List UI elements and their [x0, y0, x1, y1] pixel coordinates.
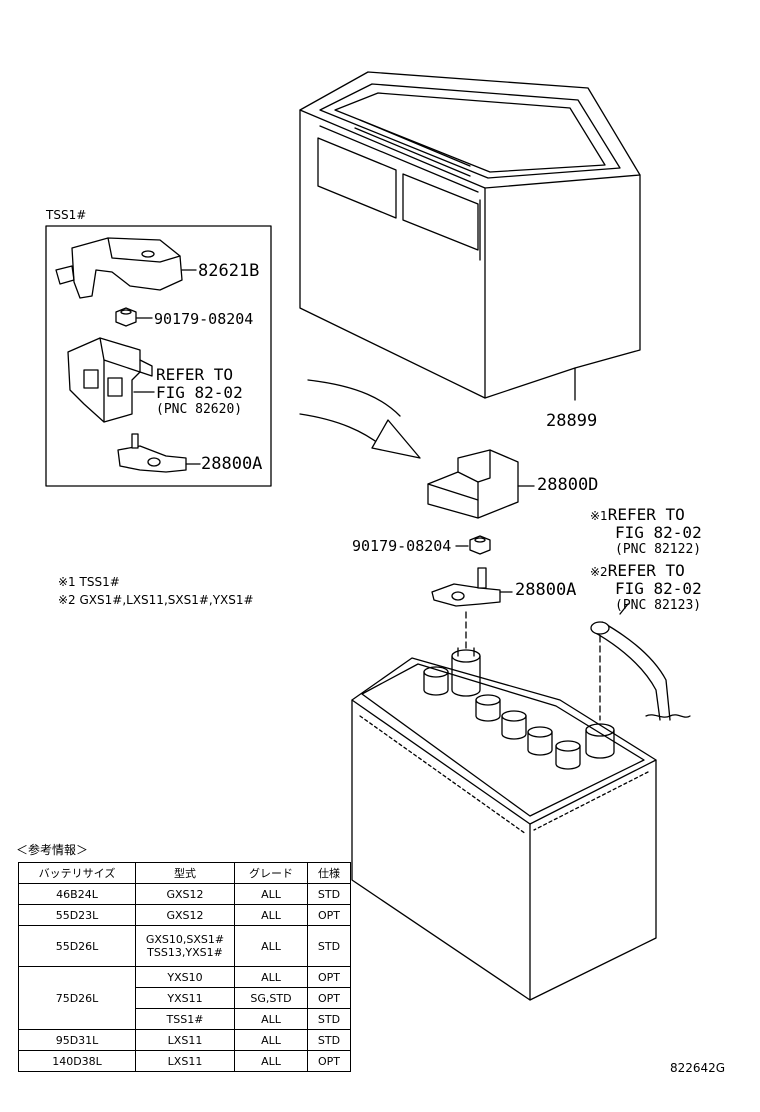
assembly-arrows: [299, 379, 421, 459]
cell-spec: OPT: [307, 1050, 351, 1072]
refer2-line1: REFER TO: [607, 561, 685, 580]
callout-refer-2[interactable]: ※2REFER TO FIG 82-02 (PNC 82123): [590, 561, 702, 614]
figure-code: 822642G: [670, 1061, 726, 1075]
note-1: ※1 TSS1#: [58, 575, 120, 589]
cell-spec: STD: [307, 1008, 351, 1030]
refer1-mark: ※1: [590, 509, 608, 523]
cell-model: LXS11: [135, 1050, 235, 1072]
table-row: 55D23L GXS12 ALL OPT: [18, 904, 351, 926]
cell-grade: ALL: [234, 966, 308, 988]
callout-28800D[interactable]: 28800D: [537, 475, 599, 495]
cell-model: LXS11: [135, 1029, 235, 1051]
cell-size: 140D38L: [18, 1050, 136, 1072]
cell-grade: SG,STD: [234, 987, 308, 1009]
cell-model: YXS11: [135, 987, 235, 1009]
callout-refer-inset[interactable]: REFER TO FIG 82-02 (PNC 82620): [156, 365, 243, 418]
callout-28899[interactable]: 28899: [546, 411, 598, 431]
refer2-line2: FIG 82-02: [615, 579, 702, 599]
cell-model-line2: TSS13,YXS1#: [147, 946, 223, 959]
table-row: 95D31L LXS11 ALL STD: [18, 1029, 351, 1051]
cell-grade: ALL: [234, 904, 308, 926]
cell-grade: ALL: [234, 1050, 308, 1072]
note-2: ※2 GXS1#,LXS11,SXS1#,YXS1#: [58, 593, 254, 607]
header-model: 型式: [135, 862, 235, 884]
cell-size: 46B24L: [18, 883, 136, 905]
callout-refer-1[interactable]: ※1REFER TO FIG 82-02 (PNC 82122): [590, 505, 702, 558]
battery: [351, 647, 657, 1001]
cell-spec: OPT: [307, 987, 351, 1009]
callout-82621B[interactable]: 82621B: [198, 261, 260, 281]
cell-spec: OPT: [307, 966, 351, 988]
header-grade: グレード: [234, 862, 308, 884]
callout-28800A-inset[interactable]: 28800A: [201, 454, 263, 474]
cell-spec: STD: [307, 883, 351, 905]
cell-model: TSS1#: [135, 1008, 235, 1030]
insulator-28800D: [427, 449, 535, 519]
refer1-line1: REFER TO: [607, 505, 685, 524]
cell-size: 55D23L: [18, 904, 136, 926]
cell-size: 95D31L: [18, 1029, 136, 1051]
battery-tray-28899: [299, 71, 641, 401]
table-header-row: バッテリサイズ 型式 グレード 仕様: [18, 862, 351, 884]
cell-grade: ALL: [234, 1029, 308, 1051]
table-row: 46B24L GXS12 ALL STD: [18, 883, 351, 905]
reference-table: バッテリサイズ 型式 グレード 仕様 46B24L GXS12 ALL STD …: [18, 862, 351, 1072]
table-caption: ＜参考情報＞: [16, 843, 89, 857]
header-spec: 仕様: [307, 862, 351, 884]
inset-title: TSS1#: [46, 208, 87, 222]
refer1-pnc: (PNC 82122): [615, 541, 702, 557]
cell-size: 75D26L: [18, 966, 136, 1030]
refer1-line2: FIG 82-02: [615, 523, 702, 543]
nut-main: [455, 535, 491, 555]
refer-inset-line2: FIG 82-02: [156, 383, 243, 403]
cell-grade: ALL: [234, 925, 308, 967]
table-row: 75D26L YXS10 ALL OPT: [18, 966, 351, 1030]
cell-spec: STD: [307, 1029, 351, 1051]
header-battery-size: バッテリサイズ: [18, 862, 136, 884]
callout-nut-inset[interactable]: 90179-08204: [154, 310, 254, 328]
cell-model: YXS10: [135, 966, 235, 988]
refer-inset-line1: REFER TO: [156, 365, 234, 384]
nut-inset: [115, 307, 153, 327]
cell-grade: ALL: [234, 883, 308, 905]
cell-spec: OPT: [307, 904, 351, 926]
cell-model: GXS12: [135, 904, 235, 926]
table-row: TSS1# ALL STD: [19, 1008, 351, 1030]
inset-frame: [45, 225, 272, 487]
cell-size: 55D26L: [18, 925, 136, 967]
cell-model: GXS12: [135, 883, 235, 905]
callout-28800A-main[interactable]: 28800A: [515, 580, 577, 600]
callout-nut-main[interactable]: 90179-08204: [352, 537, 452, 555]
refer2-pnc: (PNC 82123): [615, 597, 702, 613]
battery-cable: [590, 603, 691, 721]
terminal-clamp-inset: [117, 433, 201, 473]
terminal-clamp-main: [431, 567, 513, 651]
refer-inset-pnc: (PNC 82620): [156, 401, 243, 417]
cell-model: GXS10,SXS1# TSS13,YXS1#: [135, 925, 235, 967]
refer2-mark: ※2: [590, 565, 608, 579]
terminal-block-assembly: [67, 337, 155, 423]
cell-grade: ALL: [234, 1008, 308, 1030]
cell-model-line1: GXS10,SXS1#: [145, 933, 225, 946]
table-row: YXS11 SG,STD OPT: [19, 987, 351, 1009]
table-row: 55D26L GXS10,SXS1# TSS13,YXS1# ALL STD: [18, 925, 351, 967]
cell-spec: STD: [307, 925, 351, 967]
table-row: 140D38L LXS11 ALL OPT: [18, 1050, 351, 1072]
terminal-cover-82621B: [55, 237, 197, 299]
